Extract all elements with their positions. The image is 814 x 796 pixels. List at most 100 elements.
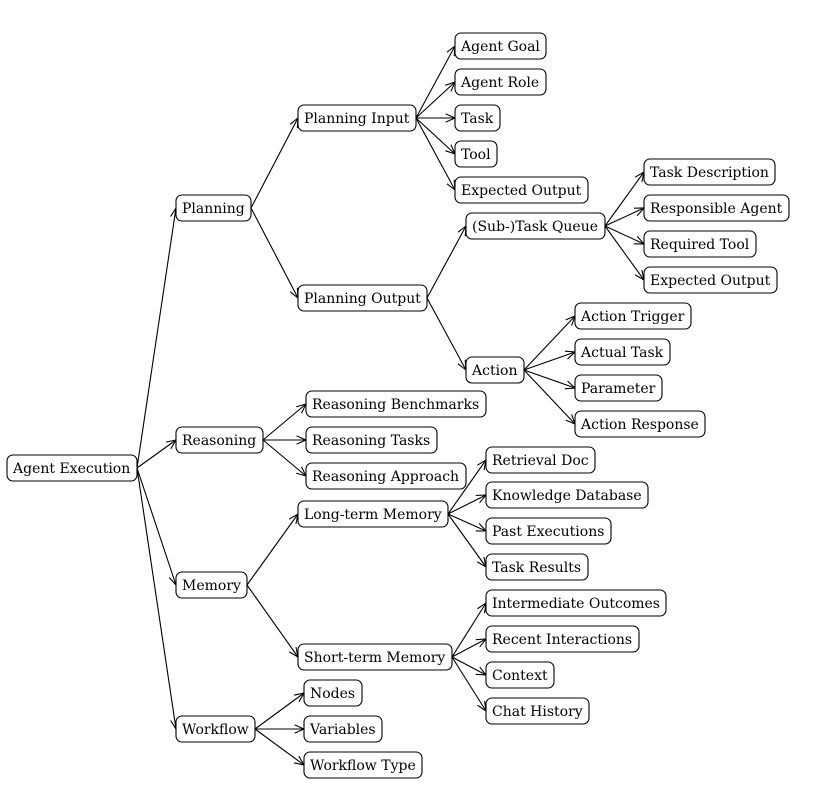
node-chat-history: Chat History — [485, 697, 590, 725]
edge-long-term-memory-to-knowledge-database — [447, 495, 486, 515]
node-box — [454, 140, 498, 168]
edge-memory-to-long-term-memory — [246, 514, 298, 586]
node-box — [454, 32, 547, 60]
node-box — [574, 410, 706, 438]
edge-planning-output-to-action — [426, 297, 466, 370]
edge-action-to-action-response — [523, 369, 575, 424]
node-label: Long-term Memory — [304, 507, 442, 523]
edge-planning-to-planning-input — [250, 118, 298, 209]
node-label: Context — [492, 668, 548, 684]
node-agent-role: Agent Role — [454, 68, 547, 96]
edge-long-term-memory-to-retrieval-doc — [447, 460, 486, 515]
node-box — [305, 462, 467, 490]
node-task-results: Task Results — [485, 553, 589, 581]
node-planning-input: Planning Input — [297, 104, 417, 132]
node-label: Short-term Memory — [304, 650, 445, 666]
node-label: Task — [461, 111, 494, 127]
node-agent-goal: Agent Goal — [454, 32, 547, 60]
node-label: Workflow — [182, 722, 249, 738]
node-label: Planning Output — [304, 291, 421, 307]
node-label: Expected Output — [650, 273, 771, 289]
node-box — [297, 643, 453, 671]
edge-sub-task-queue-to-responsible-agent — [604, 208, 644, 227]
node-label: Parameter — [581, 381, 656, 397]
node-box — [175, 571, 248, 599]
edge-agent-execution-to-memory — [136, 467, 176, 585]
edge-short-term-memory-to-recent-interactions — [451, 639, 486, 658]
node-box — [643, 266, 778, 294]
node-action-trigger: Action Trigger — [574, 302, 692, 330]
node-box — [485, 481, 649, 509]
edge-memory-to-short-term-memory — [246, 584, 298, 657]
node-label: Memory — [182, 578, 241, 594]
node-label: Nodes — [310, 686, 355, 702]
node-label: Planning Input — [304, 111, 410, 127]
node-box — [485, 553, 589, 581]
node-planning-output: Planning Output — [297, 284, 428, 312]
node-box — [465, 356, 525, 384]
node-box — [485, 625, 640, 653]
node-label: Knowledge Database — [492, 488, 642, 504]
node-label: Action Trigger — [580, 309, 685, 325]
node-box — [303, 715, 383, 743]
node-box — [297, 284, 428, 312]
node-box — [485, 697, 590, 725]
edge-sub-task-queue-to-task-description — [604, 172, 644, 227]
edge-workflow-to-nodes — [254, 693, 304, 730]
node-label: Responsible Agent — [650, 201, 783, 217]
edges-layer — [136, 46, 644, 765]
edge-agent-execution-to-planning — [136, 208, 176, 469]
node-label: Reasoning Tasks — [312, 433, 430, 449]
edge-workflow-to-workflow-type — [254, 728, 304, 765]
node-label: Reasoning Approach — [312, 469, 459, 485]
edge-planning-to-planning-output — [250, 207, 298, 298]
node-box — [305, 390, 487, 418]
node-short-term-memory: Short-term Memory — [297, 643, 453, 671]
node-box — [643, 230, 757, 258]
node-box — [175, 194, 252, 222]
node-past-executions: Past Executions — [485, 517, 612, 545]
node-long-term-memory: Long-term Memory — [297, 500, 449, 528]
edge-reasoning-to-reasoning-benchmarks — [262, 404, 306, 441]
edge-planning-output-to-sub-task-queue — [426, 226, 466, 299]
node-box — [454, 68, 547, 96]
node-nodes: Nodes — [303, 679, 363, 707]
node-workflow: Workflow — [175, 715, 256, 743]
node-label: Past Executions — [492, 524, 604, 540]
node-label: (Sub-)Task Queue — [472, 219, 598, 235]
edge-short-term-memory-to-intermediate-outcomes — [451, 603, 486, 658]
edge-action-to-parameter — [523, 369, 575, 388]
node-label: Retrieval Doc — [492, 453, 589, 469]
node-label: Agent Execution — [12, 461, 130, 477]
node-recent-interactions: Recent Interactions — [485, 625, 640, 653]
node-retrieval-doc: Retrieval Doc — [485, 446, 596, 474]
node-label: Actual Task — [580, 345, 664, 361]
node-label: Recent Interactions — [492, 632, 632, 648]
edge-long-term-memory-to-task-results — [447, 513, 486, 567]
node-box — [485, 517, 612, 545]
node-box — [297, 104, 417, 132]
node-box — [6, 454, 138, 482]
node-box — [574, 374, 663, 402]
node-label: Reasoning Benchmarks — [312, 397, 479, 413]
edge-planning-input-to-agent-role — [415, 82, 455, 119]
node-label: Task Results — [492, 560, 581, 576]
edge-long-term-memory-to-past-executions — [447, 513, 486, 531]
node-label: Expected Output — [461, 183, 582, 199]
node-box — [175, 715, 256, 743]
node-box — [303, 679, 363, 707]
edge-planning-input-to-tool — [415, 117, 455, 154]
node-context: Context — [485, 661, 555, 689]
node-box — [303, 751, 423, 779]
node-label: Variables — [309, 722, 376, 738]
node-actual-task: Actual Task — [574, 338, 671, 366]
node-label: Agent Goal — [460, 39, 540, 55]
node-expected-output: Expected Output — [454, 176, 589, 204]
node-label: Action Response — [580, 417, 699, 433]
node-task: Task — [454, 104, 501, 132]
node-box — [465, 212, 606, 240]
node-knowledge-database: Knowledge Database — [485, 481, 649, 509]
node-box — [485, 589, 667, 617]
node-label: Intermediate Outcomes — [492, 596, 660, 612]
